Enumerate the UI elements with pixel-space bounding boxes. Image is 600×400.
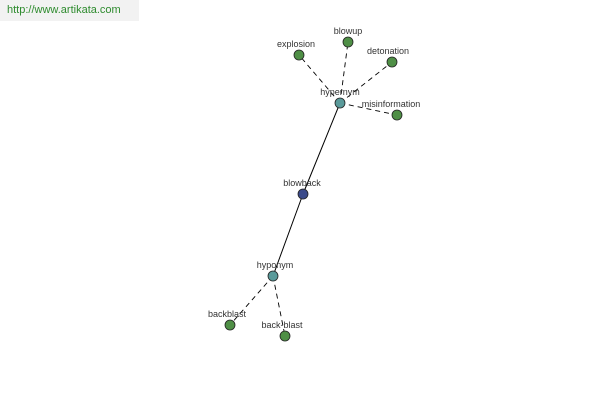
word-node-misinformation-dot[interactable] <box>391 109 403 121</box>
edge-hypernym-explosion <box>298 54 341 104</box>
word-node-label: blowup <box>334 26 363 36</box>
relation-node-label: hyponym <box>257 260 294 270</box>
word-node-detonation-dot[interactable] <box>386 56 398 68</box>
relation-node-hyponym-dot[interactable] <box>267 270 279 282</box>
edge-root-hyponym <box>272 193 304 277</box>
word-node-blowup-dot[interactable] <box>342 36 354 48</box>
word-node-explosion-dot[interactable] <box>293 49 305 61</box>
edge-hypernym-blowup <box>339 41 349 104</box>
word-node-blowup[interactable]: blowup <box>334 26 363 48</box>
relation-node-hypernym[interactable]: hypernym <box>320 87 360 109</box>
word-node-detonation[interactable]: detonation <box>367 46 409 68</box>
root-node-dot[interactable] <box>297 188 309 200</box>
edge-hypernym-detonation <box>339 61 393 104</box>
relation-node-label: hypernym <box>320 87 360 97</box>
edge-hyponym-back-blast <box>272 275 286 337</box>
edge-hyponym-backblast <box>229 275 274 326</box>
word-node-back-blast-dot[interactable] <box>279 330 291 342</box>
word-node-label: explosion <box>277 39 315 49</box>
graph-edges <box>229 41 398 337</box>
word-node-misinformation[interactable]: misinformation <box>362 99 421 121</box>
word-node-back-blast[interactable]: back-blast <box>261 320 303 342</box>
site-url-link[interactable]: http://www.artikata.com <box>0 0 139 21</box>
root-node-label: blowback <box>283 178 321 188</box>
word-node-backblast-dot[interactable] <box>224 319 236 331</box>
graph-nodes: blowback hypernym explosion blowup detonatio… <box>208 26 421 342</box>
word-node-label: backblast <box>208 309 247 319</box>
root-node[interactable]: blowback <box>283 178 321 200</box>
edge-root-hypernym <box>302 102 341 195</box>
word-node-label: misinformation <box>362 99 421 109</box>
relation-node-hyponym[interactable]: hyponym <box>257 260 294 282</box>
relation-node-hypernym-dot[interactable] <box>334 97 346 109</box>
word-node-explosion[interactable]: explosion <box>277 39 315 61</box>
word-node-label: detonation <box>367 46 409 56</box>
word-node-backblast[interactable]: backblast <box>208 309 247 331</box>
edge-hypernym-misinformation <box>339 102 398 116</box>
word-node-label: back-blast <box>261 320 303 330</box>
